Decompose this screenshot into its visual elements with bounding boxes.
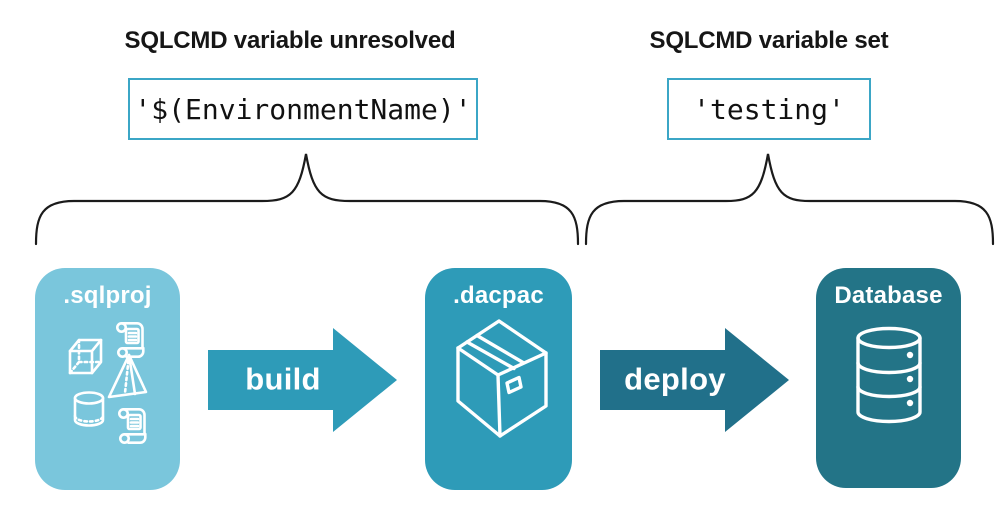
pyramid-icon — [109, 355, 146, 397]
code-value-set: 'testing' — [693, 92, 845, 126]
heading-sqlcmd-set: SQLCMD variable set — [649, 27, 889, 54]
braces-graphic — [34, 153, 995, 246]
stage-card-database: Database — [816, 268, 961, 488]
sql-objects-icon — [58, 321, 158, 445]
cube-icon — [70, 340, 101, 373]
stage-card-sqlproj: .sqlproj — [35, 268, 180, 490]
deploy-arrow-shape — [600, 328, 789, 432]
code-value-unresolved: '$(EnvironmentName)' — [134, 92, 472, 126]
heading-sqlcmd-unresolved: SQLCMD variable unresolved — [124, 27, 456, 54]
stage-label-dacpac: .dacpac — [453, 282, 544, 309]
build-arrow-shape — [208, 328, 397, 432]
cylinder-icon — [75, 393, 103, 426]
code-box-unresolved: '$(EnvironmentName)' — [128, 78, 478, 140]
deploy-arrow-label: deploy — [624, 361, 726, 397]
stage-label-database: Database — [834, 282, 943, 309]
code-box-set: 'testing' — [667, 78, 871, 140]
script-scroll-icon — [117, 407, 147, 445]
database-icon — [851, 326, 927, 424]
deploy-arrow: deploy — [600, 328, 790, 433]
right-brace — [584, 153, 995, 246]
script-scroll-icon — [115, 321, 145, 359]
stage-card-dacpac: .dacpac — [425, 268, 572, 490]
stage-label-sqlproj: .sqlproj — [63, 282, 152, 309]
package-icon — [449, 317, 549, 442]
build-arrow-label: build — [245, 361, 321, 397]
left-brace — [34, 153, 580, 246]
build-arrow: build — [208, 328, 398, 433]
